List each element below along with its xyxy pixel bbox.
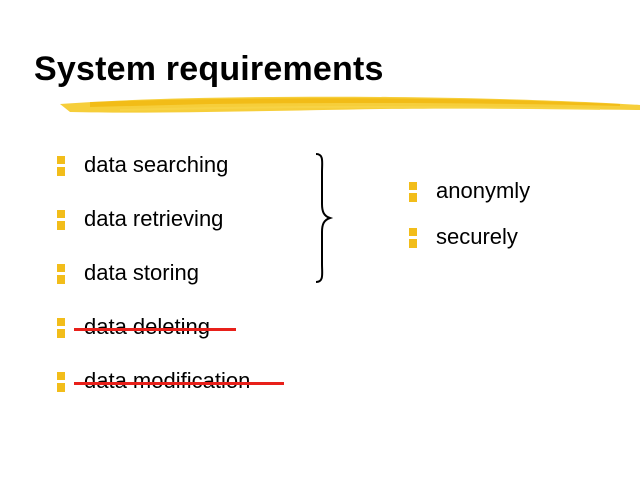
yellow-bar-bullet-icon: [56, 372, 66, 392]
highlighter-underline: [60, 96, 640, 113]
yellow-bar-bullet-icon: [56, 210, 66, 230]
strikethrough-line: [74, 328, 236, 331]
strikethrough-line: [74, 382, 284, 385]
list-item-label: data storing: [84, 260, 199, 285]
list-item-label: data retrieving: [84, 206, 224, 231]
yellow-bar-bullet-icon: [56, 156, 66, 176]
list-item-label: data searching: [84, 152, 229, 177]
yellow-bar-bullet-icon: [56, 318, 66, 338]
yellow-bar-bullet-icon: [408, 228, 418, 248]
yellow-bar-bullet-icon: [56, 264, 66, 284]
yellow-bar-bullet-icon: [408, 182, 418, 202]
list-item-label: securely: [436, 224, 518, 249]
list-item-label: data deleting: [84, 314, 210, 339]
list-item-label: data modification: [84, 368, 251, 393]
right-curly-brace-icon: [315, 153, 334, 283]
list-item-label: anonymly: [436, 178, 531, 203]
slide-title: System requirements: [34, 50, 384, 88]
